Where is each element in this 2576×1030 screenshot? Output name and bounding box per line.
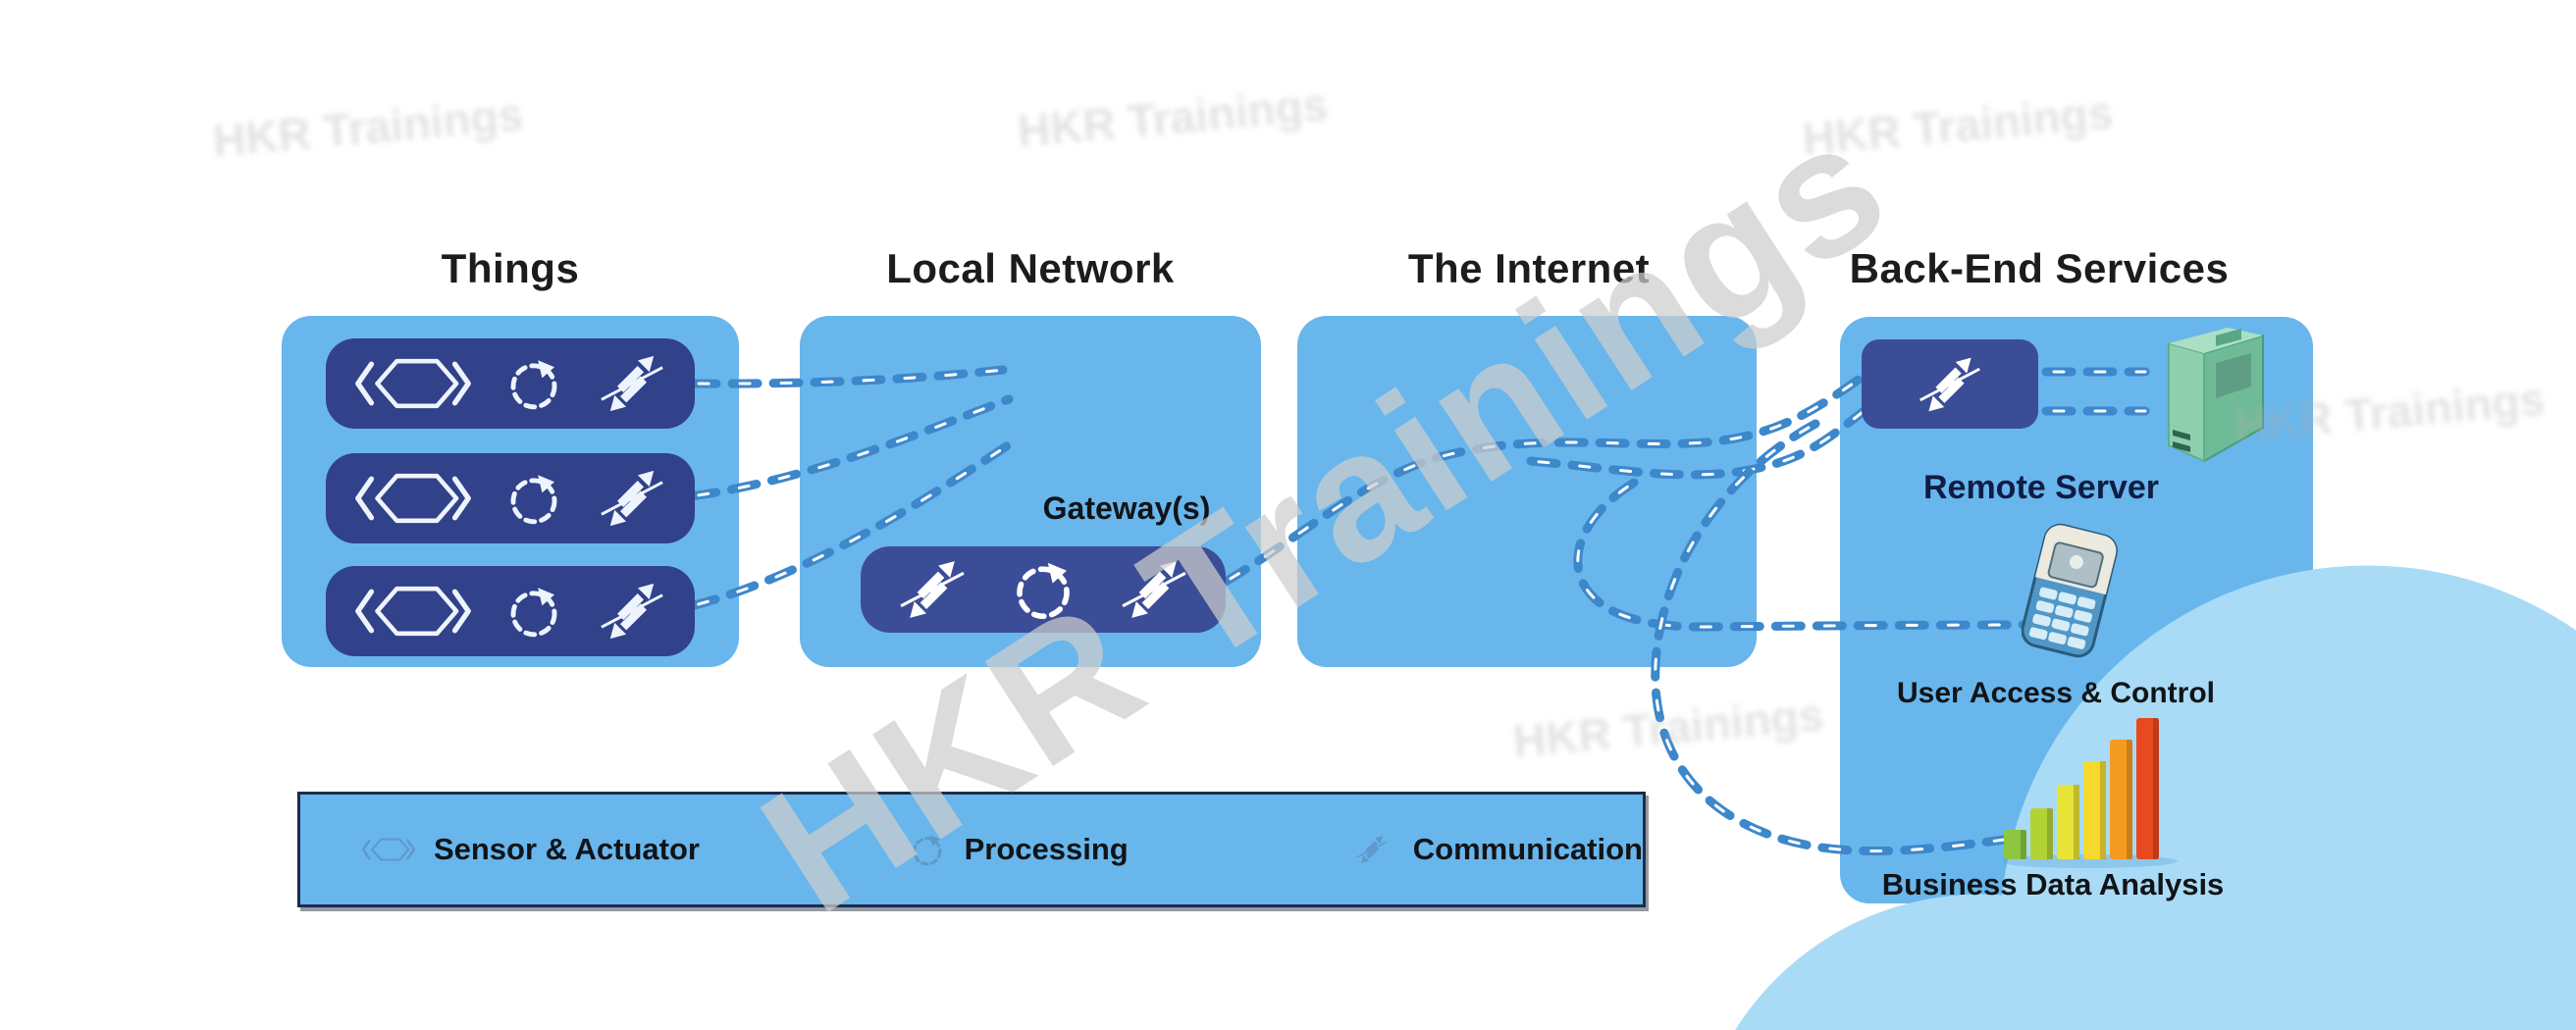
- device-row: [326, 453, 695, 543]
- user-access-label: User Access & Control: [1897, 677, 2215, 709]
- device-row: [326, 338, 695, 429]
- legend-label-sensor: Sensor & Actuator: [433, 832, 700, 866]
- things-title: Things: [441, 245, 580, 291]
- legend-label-communication: Communication: [1412, 832, 1643, 866]
- hexagon-sensor-actuator-icon: [353, 461, 473, 536]
- watermark-ghost: HKR Trainings: [1510, 689, 1826, 767]
- internet-cloud-icon: [2506, 733, 2576, 1030]
- device-row: [326, 566, 695, 656]
- watermark-ghost: HKR Trainings: [210, 88, 526, 167]
- hexagon-sensor-actuator-icon: [361, 811, 416, 888]
- internet-panel: [1297, 316, 1757, 667]
- dashed-circle-processing-icon: [499, 349, 568, 418]
- transfer-arrows-communication-icon: [596, 462, 668, 535]
- transfer-arrows-communication-icon: [1354, 813, 1390, 886]
- transfer-arrows-communication-icon: [596, 347, 668, 420]
- bar-chart-icon: [2004, 718, 2178, 868]
- transfer-arrows-communication-icon: [1117, 552, 1191, 627]
- transfer-arrows-communication-icon: [895, 552, 970, 627]
- local-network-title: Local Network: [886, 245, 1175, 291]
- server-icon: [2168, 328, 2264, 463]
- dashed-circle-processing-icon: [906, 806, 949, 893]
- business-data-label: Business Data Analysis: [1881, 867, 2225, 901]
- watermark-ghost: HKR Trainings: [1015, 78, 1331, 157]
- hexagon-sensor-actuator-icon: [353, 346, 473, 421]
- dashed-circle-processing-icon: [1004, 550, 1082, 629]
- dashed-circle-processing-icon: [499, 577, 568, 645]
- gateway-label: Gateway(s): [1042, 490, 1211, 526]
- legend-label-processing: Processing: [964, 832, 1129, 866]
- watermark-ghost: HKR Trainings: [1800, 86, 2116, 165]
- transfer-arrows-communication-icon: [1915, 349, 1985, 420]
- backend-title: Back-End Services: [1849, 245, 2230, 291]
- legend: Sensor & Actuator Processing Communicati…: [297, 792, 1646, 907]
- hexagon-sensor-actuator-icon: [353, 574, 473, 648]
- gateway-bar: [861, 546, 1226, 633]
- transfer-arrows-communication-icon: [596, 575, 668, 647]
- internet-title: The Internet: [1407, 245, 1651, 291]
- backend-communication-box: [1862, 339, 2038, 429]
- dashed-circle-processing-icon: [499, 464, 568, 533]
- mobile-phone-icon: [2022, 523, 2118, 658]
- remote-server-label: Remote Server: [1922, 469, 2160, 506]
